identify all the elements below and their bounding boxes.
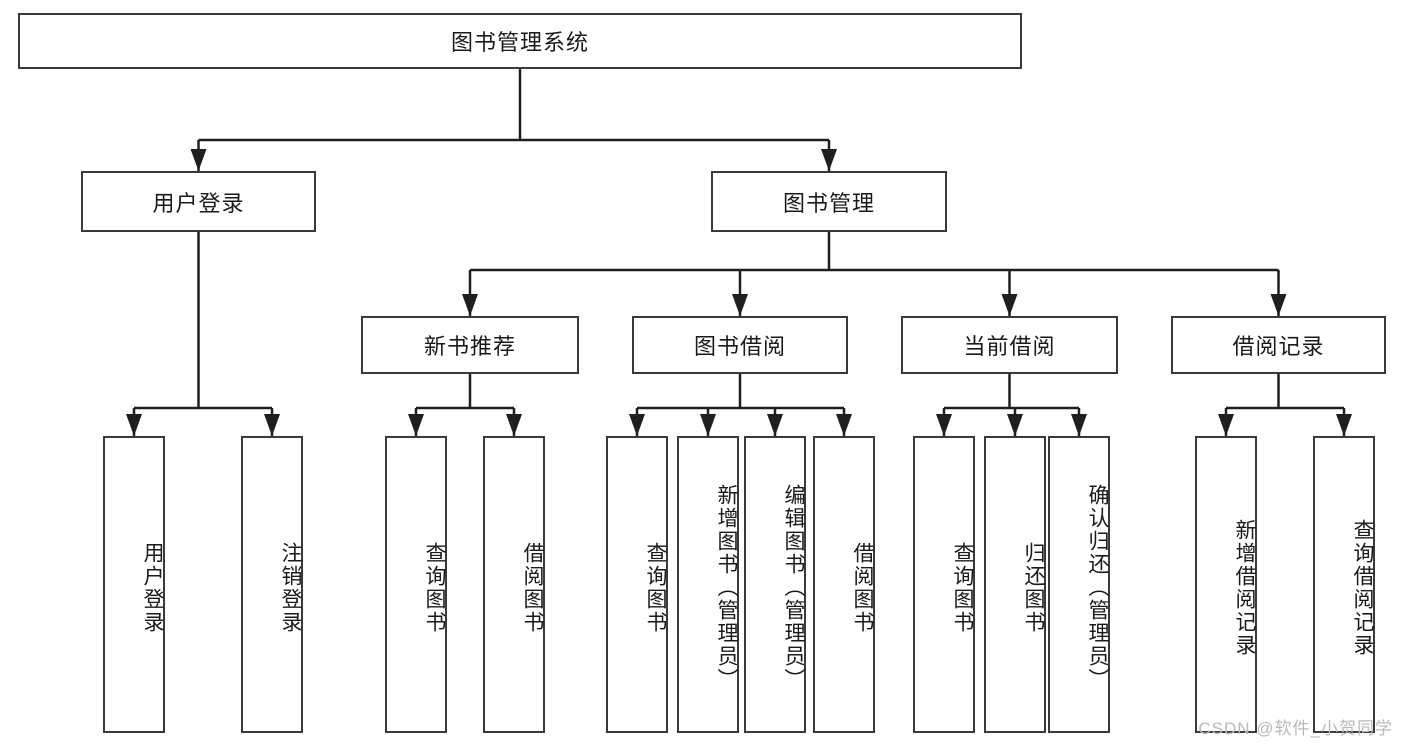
node-label: 新书推荐 (423, 334, 516, 359)
arrowhead-leaf-query-2 (629, 414, 645, 436)
arrowhead-leaf-query-rec (1336, 414, 1352, 436)
arrowhead-leaf-query-3 (936, 414, 952, 436)
arrowhead-leaf-query-1 (408, 414, 424, 436)
node-book-manage[interactable]: 图书管理 (711, 171, 947, 232)
arrowhead-leaf-edit-book (767, 414, 783, 436)
arrowhead-leaf-confirm (1071, 414, 1087, 436)
node-leaf-query-3[interactable]: 查询图书 (913, 436, 975, 733)
node-label: 借阅图书 (521, 541, 544, 634)
node-label: 查询图书 (951, 541, 974, 634)
arrowhead-leaf-user-login (126, 414, 142, 436)
arrowhead-borrow-record (1270, 294, 1287, 316)
node-label: 查询图书 (644, 541, 667, 634)
node-borrow-record[interactable]: 借阅记录 (1171, 316, 1386, 374)
node-book-borrow[interactable]: 图书借阅 (632, 316, 848, 374)
node-leaf-return[interactable]: 归还图书 (984, 436, 1046, 733)
node-label: 图书管理 (782, 190, 875, 216)
node-leaf-query-2[interactable]: 查询图书 (606, 436, 668, 733)
node-label: 注销登录 (279, 541, 302, 634)
arrowhead-book-borrow (732, 294, 748, 316)
node-root[interactable]: 图书管理系统 (18, 13, 1022, 69)
node-current-borrow[interactable]: 当前借阅 (901, 316, 1118, 374)
arrowhead-leaf-return (1007, 414, 1023, 436)
node-label: 图书借阅 (693, 334, 786, 359)
node-leaf-borrow-2[interactable]: 借阅图书 (813, 436, 875, 733)
node-new-book-rec[interactable]: 新书推荐 (361, 316, 579, 374)
node-leaf-query-rec[interactable]: 查询借阅记录 (1313, 436, 1375, 733)
arrowhead-leaf-borrow-2 (836, 414, 852, 436)
node-user-login[interactable]: 用户登录 (81, 171, 316, 232)
node-label: 借阅记录 (1232, 334, 1325, 359)
arrowhead-book-manage (821, 149, 837, 171)
node-label: 用户登录 (152, 190, 245, 216)
node-leaf-logout[interactable]: 注销登录 (241, 436, 303, 733)
node-leaf-add-book[interactable]: 新增图书（管理员） (677, 436, 739, 733)
node-leaf-user-login[interactable]: 用户登录 (103, 436, 165, 733)
node-label: 用户登录 (141, 541, 164, 634)
arrowhead-user-login (190, 149, 207, 171)
arrowhead-new-book-rec (462, 294, 478, 316)
arrowhead-current-borrow (1001, 294, 1018, 316)
node-leaf-confirm[interactable]: 确认归还（管理员） (1048, 436, 1110, 733)
node-label: 借阅图书 (851, 541, 874, 634)
arrowhead-leaf-borrow-1 (506, 414, 522, 436)
node-label: 查询图书 (423, 541, 446, 634)
node-label: 新增图书（管理员） (715, 484, 738, 691)
node-leaf-borrow-1[interactable]: 借阅图书 (483, 436, 545, 733)
node-label: 查询借阅记录 (1351, 518, 1374, 657)
arrowhead-leaf-logout (264, 414, 280, 436)
node-label: 图书管理系统 (450, 30, 589, 55)
node-leaf-query-1[interactable]: 查询图书 (385, 436, 447, 733)
arrowhead-leaf-add-rec (1218, 414, 1234, 436)
watermark-label: CSDN @软件_小贺同学 (1198, 719, 1393, 738)
node-leaf-edit-book[interactable]: 编辑图书（管理员） (744, 436, 806, 733)
node-label: 新增借阅记录 (1233, 518, 1256, 657)
node-label: 归还图书 (1022, 541, 1045, 634)
node-leaf-add-rec[interactable]: 新增借阅记录 (1195, 436, 1257, 733)
arrowhead-leaf-add-book (700, 414, 716, 436)
node-label: 当前借阅 (963, 334, 1056, 359)
node-label: 确认归还（管理员） (1086, 484, 1109, 691)
node-label: 编辑图书（管理员） (782, 484, 805, 691)
